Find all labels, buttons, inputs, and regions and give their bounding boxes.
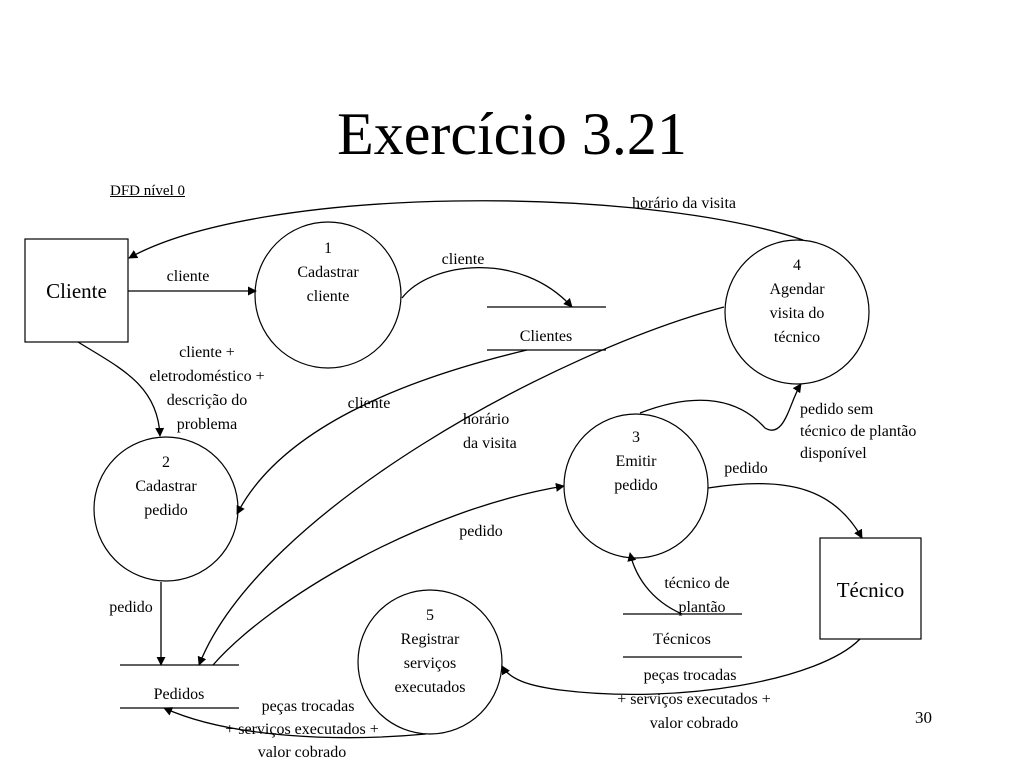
- page-title: Exercício 3.21: [337, 101, 687, 167]
- store-clientes: Clientes: [487, 306, 606, 351]
- svg-text:eletrodoméstico +: eletrodoméstico +: [149, 368, 264, 385]
- process-5-line-2: serviços: [404, 655, 456, 672]
- process-2-line-1: Cadastrar: [135, 478, 197, 495]
- store-clientes-label: Clientes: [520, 328, 572, 345]
- flow-label-p4-to-pedidos: horário da visita: [463, 411, 517, 452]
- flow-cliente-to-p2: [77, 341, 165, 437]
- entity-tecnico: Técnico: [819, 537, 922, 640]
- store-tecnicos: Técnicos: [623, 613, 742, 658]
- svg-text:peças trocadas: peças trocadas: [644, 667, 737, 684]
- svg-text:+ serviços executados +: + serviços executados +: [225, 721, 379, 738]
- flow-label-p5-to-pedidos: peças trocadas + serviços executados + v…: [225, 698, 379, 761]
- flow-label-cliente-to-p2: cliente + eletrodoméstico + descrição do…: [149, 344, 264, 433]
- svg-text:peças trocadas: peças trocadas: [262, 698, 355, 715]
- process-3: 3 Emitir pedido: [563, 413, 709, 559]
- svg-text:técnico de plantão: técnico de plantão: [800, 423, 916, 440]
- flow-pedidos-to-p3: [212, 482, 565, 666]
- flow-tecnicos-to-p3: [627, 552, 683, 615]
- flow-p3-to-p4: [639, 383, 802, 431]
- store-tecnicos-label: Técnicos: [653, 631, 711, 648]
- process-2-line-2: pedido: [144, 502, 188, 519]
- process-4-line-2: visita do: [770, 305, 825, 322]
- flow-label-p3-to-p4: pedido sem técnico de plantão disponível: [800, 401, 916, 462]
- page-number: 30: [915, 708, 932, 727]
- process-1: 1 Cadastrar cliente: [254, 221, 402, 369]
- process-4-number: 4: [793, 257, 801, 274]
- process-3-line-1: Emitir: [616, 453, 658, 470]
- svg-text:problema: problema: [177, 416, 237, 433]
- flow-label-pedidos-to-p3: pedido: [459, 523, 503, 540]
- entity-tecnico-label: Técnico: [837, 578, 905, 602]
- flow-label-cliente-to-p1: cliente: [167, 268, 210, 285]
- svg-text:valor cobrado: valor cobrado: [650, 715, 738, 732]
- svg-text:cliente +: cliente +: [179, 344, 235, 361]
- process-5-number: 5: [426, 607, 434, 624]
- flow-label-p4-to-cliente: horário da visita: [632, 195, 736, 212]
- svg-text:técnico de: técnico de: [664, 575, 729, 592]
- entity-cliente: Cliente: [24, 238, 129, 343]
- process-5: 5 Registrar serviços executados: [357, 589, 503, 735]
- svg-text:disponível: disponível: [800, 445, 867, 462]
- svg-text:da visita: da visita: [463, 435, 517, 452]
- svg-text:+ serviços executados +: + serviços executados +: [617, 691, 771, 708]
- flow-tecnico-to-p5: [501, 638, 861, 695]
- process-4: 4 Agendar visita do técnico: [724, 239, 870, 385]
- process-4-line-1: Agendar: [769, 281, 825, 298]
- svg-text:valor cobrado: valor cobrado: [258, 744, 346, 761]
- flow-p1-to-clientes: [401, 267, 573, 308]
- flow-p5-to-pedidos: [163, 707, 427, 739]
- process-5-line-3: executados: [394, 679, 465, 696]
- process-1-number: 1: [324, 240, 332, 257]
- process-4-line-3: técnico: [774, 329, 820, 346]
- store-pedidos: Pedidos: [120, 664, 239, 709]
- svg-text:horário: horário: [463, 411, 509, 428]
- process-5-line-1: Registrar: [401, 631, 460, 648]
- process-1-line-2: cliente: [307, 288, 350, 305]
- flow-label-tecnicos-to-p3: técnico de plantão: [664, 575, 729, 616]
- svg-text:descrição do: descrição do: [167, 392, 247, 409]
- process-2: 2 Cadastrar pedido: [93, 436, 239, 582]
- svg-text:pedido sem: pedido sem: [800, 401, 874, 418]
- store-pedidos-label: Pedidos: [154, 686, 205, 703]
- entity-cliente-label: Cliente: [46, 279, 107, 303]
- svg-text:plantão: plantão: [678, 599, 725, 616]
- flow-p4-to-cliente: [128, 200, 804, 259]
- process-2-number: 2: [162, 454, 170, 471]
- flow-label-tecnico-to-p5: peças trocadas + serviços executados + v…: [617, 667, 771, 732]
- process-3-line-2: pedido: [614, 477, 658, 494]
- process-3-number: 3: [632, 429, 640, 446]
- flow-label-clientes-to-p2: cliente: [348, 395, 391, 412]
- diagram-subtitle: DFD nível 0: [110, 183, 185, 199]
- flow-label-p3-to-tecnico: pedido: [724, 460, 768, 477]
- flow-clientes-to-p2: [236, 349, 528, 515]
- flow-label-p2-to-pedidos: pedido: [109, 599, 153, 616]
- flow-label-p1-to-clientes: cliente: [442, 251, 485, 268]
- process-1-line-1: Cadastrar: [297, 264, 359, 281]
- flow-p3-to-tecnico: [707, 482, 863, 539]
- flow-p4-to-pedidos: [197, 306, 725, 666]
